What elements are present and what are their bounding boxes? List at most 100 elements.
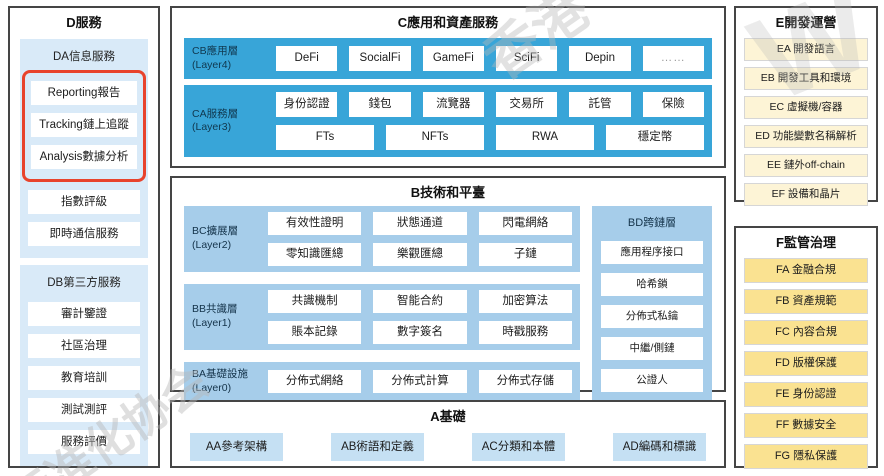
b-layer-label: BC擴展層(Layer2) xyxy=(192,225,260,252)
f-item: FF 數據安全 xyxy=(744,413,868,438)
b-cell: 分佈式網絡 xyxy=(268,370,362,394)
b-layer-rows: 分佈式網絡分佈式計算分佈式存儲 xyxy=(268,370,572,394)
bd-items-container: 應用程序接口哈希鎖分佈式私鑰中繼/側鏈公證人 xyxy=(601,241,703,392)
c-cell: 錢包 xyxy=(349,92,411,118)
d-item: 即時通信服務 xyxy=(28,222,140,246)
b-cell: 分佈式存儲 xyxy=(478,370,572,394)
bd-item: 公證人 xyxy=(601,369,703,392)
b-layer-name: BC擴展層 xyxy=(192,225,239,238)
c-layer-label: CB應用層(Layer4) xyxy=(192,45,266,72)
bd-item: 中繼/側鏈 xyxy=(601,337,703,360)
b-layer-panel: BC擴展層(Layer2) 有效性證明狀態通道閃電網絡零知識匯總樂觀匯總子鏈 xyxy=(184,206,580,272)
c-cell: GameFi xyxy=(422,46,484,72)
c-cell: RWA xyxy=(496,125,594,151)
section-c-title: C應用和資產服務 xyxy=(397,15,499,30)
f-item: FB 資產規範 xyxy=(744,289,868,314)
d-group-header: DA信息服務 xyxy=(53,51,115,63)
a-item: AB術語和定義 xyxy=(331,433,424,461)
c-cell: FTs xyxy=(276,125,374,151)
b-layer-rows: 有效性證明狀態通道閃電網絡零知識匯總樂觀匯總子鏈 xyxy=(268,212,572,266)
section-a-title: A基礎 xyxy=(430,409,466,424)
b-cell: 智能合約 xyxy=(373,290,467,313)
c-cell: 身份認證 xyxy=(276,92,338,118)
bd-item: 哈希鎖 xyxy=(601,273,703,296)
c-row: 身份認證錢包流覽器交易所託管保險 xyxy=(276,92,704,118)
b-layer-panel: BB共識層(Layer1) 共識機制智能合約加密算法賬本記錄數字簽名時戳服務 xyxy=(184,284,580,350)
b-layer-panel: BA基礎設施(Layer0) 分佈式網絡分佈式計算分佈式存儲 xyxy=(184,362,580,402)
b-layer-name: BA基礎設施 xyxy=(192,368,249,380)
d-item: 測試測評 xyxy=(28,398,140,422)
c-cell: 穩定幣 xyxy=(606,125,704,151)
e-item: EC 虛擬機/容器 xyxy=(744,96,868,119)
f-item: FD 版權保護 xyxy=(744,351,868,376)
c-layer-name: CB應用層 xyxy=(192,45,239,57)
d-item: Tracking鏈上追蹤 xyxy=(31,113,137,137)
c-cell: …… xyxy=(642,46,704,72)
section-a-foundation: A基礎 AA參考架構 AB術語和定義 AC分類和本體 AD編碼和標識 xyxy=(170,400,726,468)
e-item: EB 開發工具和環境 xyxy=(744,67,868,90)
b-cell: 時戳服務 xyxy=(478,321,572,344)
c-cell: SocialFi xyxy=(349,46,411,72)
d-item: 社區治理 xyxy=(28,334,140,358)
c-cell: 流覽器 xyxy=(422,92,484,118)
c-cell: 保險 xyxy=(642,92,704,118)
c-layer-tag: (Layer4) xyxy=(192,58,232,71)
b-row: 分佈式網絡分佈式計算分佈式存儲 xyxy=(268,370,572,394)
section-e-title: E開發運營 xyxy=(775,15,837,30)
f-item: FG 隱私保護 xyxy=(744,444,868,469)
section-f-title: F監管治理 xyxy=(776,235,836,250)
b-cell: 分佈式計算 xyxy=(373,370,467,394)
section-b-tech-platform: B技術和平臺 BC擴展層(Layer2) 有效性證明狀態通道閃電網絡零知識匯總樂觀… xyxy=(170,176,726,403)
a-item: AC分類和本體 xyxy=(472,433,565,461)
d-group-panel-db: DB第三方服務審計鑒證社區治理教育培訓測試測評服務評價 xyxy=(20,265,148,466)
a-item: AA參考架構 xyxy=(190,433,283,461)
bd-crosschain-header: BD跨鏈層 xyxy=(627,217,677,229)
b-cell: 樂觀匯總 xyxy=(373,243,467,266)
b-cell: 子鏈 xyxy=(478,243,572,266)
a-items-row: AA參考架構 AB術語和定義 AC分類和本體 AD編碼和標識 xyxy=(190,433,706,461)
d-item: 指數評級 xyxy=(28,190,140,214)
b-layer-tag: (Layer1) xyxy=(192,317,232,329)
d-group-header: DB第三方服務 xyxy=(47,277,121,289)
bd-item: 分佈式私鑰 xyxy=(601,305,703,328)
b-layer-tag: (Layer0) xyxy=(192,381,232,394)
b-layer-label: BA基礎設施(Layer0) xyxy=(192,368,260,395)
c-cell: SciFi xyxy=(495,46,558,72)
b-layer-rows: 共識機制智能合約加密算法賬本記錄數字簽名時戳服務 xyxy=(268,290,572,344)
b-layer-name: BB共識層 xyxy=(192,303,238,316)
b-cell: 共識機制 xyxy=(268,290,362,313)
e-item: EA 開發語言 xyxy=(744,38,868,61)
b-layer-tag: (Layer2) xyxy=(192,239,232,251)
e-item: EF 設備和晶片 xyxy=(744,183,868,206)
section-e-dev-ops: E開發運營 EA 開發語言 EB 開發工具和環境 EC 虛擬機/容器 ED 功能變數名… xyxy=(734,6,878,206)
e-item: ED 功能變數名稱解析 xyxy=(744,125,868,148)
d-item: 審計鑒證 xyxy=(28,302,140,326)
b-row: 零知識匯總樂觀匯總子鏈 xyxy=(268,243,572,266)
f-item: FC 內容合規 xyxy=(744,320,868,345)
section-b-title: B技術和平臺 xyxy=(410,185,486,200)
a-item: AD編碼和標識 xyxy=(613,433,706,461)
b-cell: 狀態通道 xyxy=(373,212,467,235)
c-cell: 交易所 xyxy=(495,92,558,118)
b-cell: 閃電網絡 xyxy=(478,212,572,235)
b-cell: 賬本記錄 xyxy=(268,321,362,344)
b-row: 賬本記錄數字簽名時戳服務 xyxy=(268,321,572,344)
c-layer-name: CA服務層 xyxy=(192,107,239,120)
c-cell: 託管 xyxy=(569,92,631,118)
b-layer-label: BB共識層(Layer1) xyxy=(192,303,260,330)
section-d-title: D服務 xyxy=(66,15,102,30)
b-cell: 有效性證明 xyxy=(268,212,362,235)
